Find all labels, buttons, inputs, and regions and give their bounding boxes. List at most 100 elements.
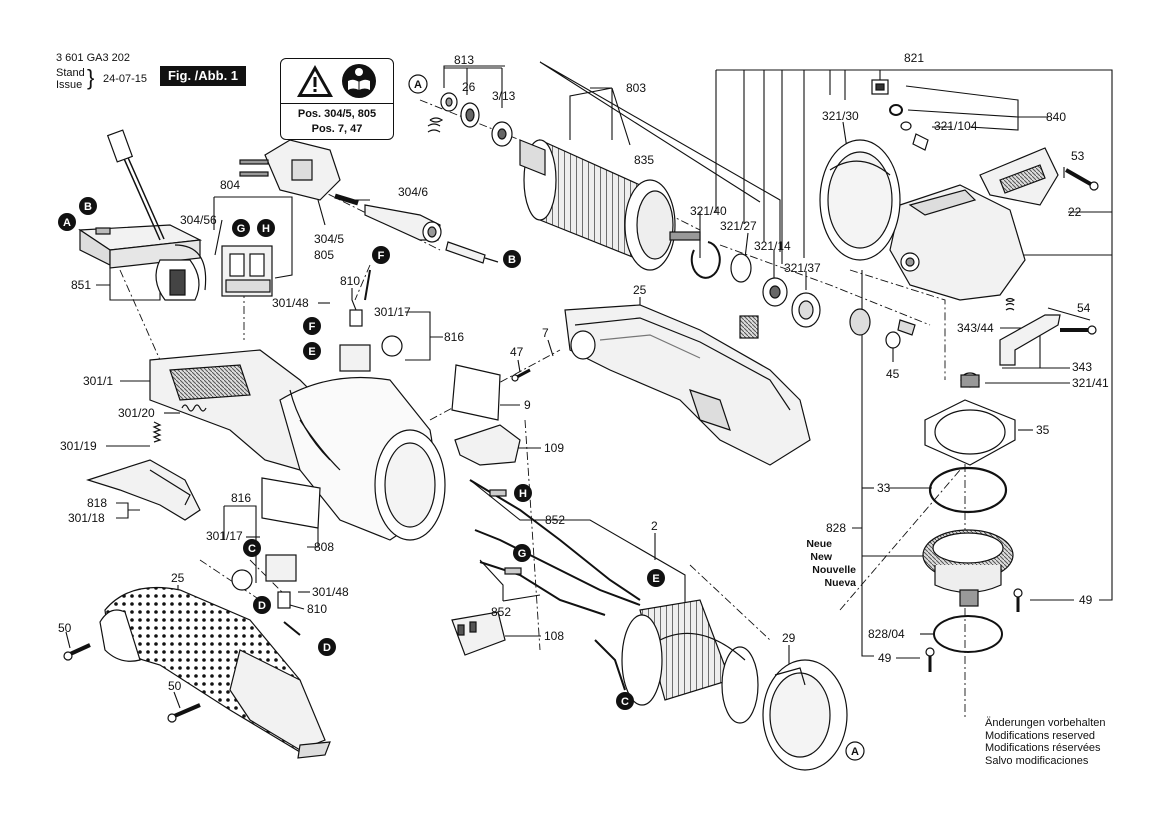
- read-manual-icon: [342, 64, 376, 98]
- marker-e-coil: E: [647, 569, 665, 587]
- callout-22: 22: [1068, 205, 1082, 219]
- marker-d-holder: D: [253, 596, 271, 614]
- callout-301-19: 301/19: [60, 439, 97, 453]
- svg-text:B: B: [84, 201, 92, 213]
- power-plug-part: [239, 139, 359, 206]
- suppressor-card-part: [261, 477, 321, 529]
- marker-a-left: A: [58, 213, 76, 231]
- svg-text:G: G: [237, 223, 246, 235]
- svg-text:G: G: [518, 548, 527, 560]
- notice-line-2: Pos. 7, 47: [311, 123, 363, 135]
- label-plate-part: [451, 364, 521, 466]
- callout-301-17-top: 301/17: [374, 305, 411, 319]
- callout-35: 35: [1036, 423, 1050, 437]
- callout-808: 808: [314, 540, 334, 554]
- cable-guard-part: [364, 204, 442, 243]
- callout-9: 9: [524, 398, 531, 412]
- safety-notice: Pos. 304/5, 805 Pos. 7, 47: [280, 58, 394, 140]
- marker-a-bottom: A: [845, 741, 865, 761]
- issue-date: 24-07-15: [103, 73, 148, 85]
- marker-a-top: A: [408, 74, 428, 94]
- armature-rotor-part: [519, 139, 701, 271]
- marker-f-top: F: [372, 246, 390, 264]
- callout-301-1: 301/1: [83, 374, 113, 388]
- callout-343: 343: [1072, 360, 1092, 374]
- bearing-parts: [440, 92, 821, 328]
- callout-816-top: 816: [444, 330, 464, 344]
- callout-821: 821: [904, 51, 924, 65]
- callout-304-56: 304/56: [180, 213, 217, 227]
- callout-321-30: 321/30: [822, 109, 859, 123]
- svg-text:E: E: [652, 573, 659, 585]
- brush-holder-lower-part: [231, 554, 301, 636]
- svg-text:D: D: [258, 600, 266, 612]
- callout-301-48-bottom: 301/48: [312, 585, 349, 599]
- callout-803: 803: [626, 81, 646, 95]
- callout-810-bottom: 810: [307, 602, 327, 616]
- callout-805: 805: [314, 248, 334, 262]
- callout-301-17-bottom: 301/17: [206, 529, 243, 543]
- motor-housing-part: [149, 349, 446, 541]
- callout-804: 804: [220, 178, 240, 192]
- callout-7: 7: [542, 326, 549, 340]
- svg-text:A: A: [63, 217, 71, 229]
- marker-g-top: G: [232, 219, 250, 237]
- callout-26: 26: [462, 80, 476, 94]
- marker-g-wire: G: [513, 544, 531, 562]
- svg-text:A: A: [851, 746, 859, 758]
- callout-321-41: 321/41: [1072, 376, 1109, 390]
- callout-343-44: 343/44: [957, 321, 994, 335]
- svg-text:E: E: [308, 346, 315, 358]
- callout-852-top: 852: [545, 513, 565, 527]
- callout-54: 54: [1077, 301, 1091, 315]
- screw-parts: [63, 168, 1099, 723]
- callout-50-bottom: 50: [168, 679, 182, 693]
- callout-851: 851: [71, 278, 91, 292]
- pinion-gear-parts: [739, 308, 916, 349]
- callout-49-right: 49: [1079, 593, 1093, 607]
- parts: [63, 79, 1099, 771]
- callout-109: 109: [544, 441, 564, 455]
- callout-304-5: 304/5: [314, 232, 344, 246]
- new-part-labels: Neue New Nouvelle Nueva: [806, 538, 856, 589]
- new-label-de: Neue: [806, 538, 832, 550]
- brush-holder-part: [221, 245, 273, 297]
- electronic-module-part: [78, 129, 207, 301]
- callout-53: 53: [1071, 149, 1085, 163]
- callout-304-6: 304/6: [398, 185, 428, 199]
- spring-parts: [152, 117, 1016, 443]
- marker-h-top: H: [257, 219, 275, 237]
- leader-lines: [65, 61, 1113, 709]
- disclaimer-fr: Modifications réservées: [985, 742, 1101, 754]
- marker-h-wire: H: [514, 484, 532, 502]
- callout-813: 813: [454, 53, 474, 67]
- wire-harness-part: [469, 479, 641, 691]
- callout-29: 29: [782, 631, 796, 645]
- svg-text:F: F: [309, 321, 316, 333]
- marker-b-left: B: [79, 197, 97, 215]
- callout-25-top: 25: [633, 283, 647, 297]
- lock-button-parts: [871, 79, 929, 151]
- callout-47: 47: [510, 345, 524, 359]
- marker-d-wire: D: [318, 638, 336, 656]
- gear-housing-part: [889, 147, 1059, 301]
- gear-head-assembly-part: [922, 372, 1016, 653]
- callout-835: 835: [634, 153, 654, 167]
- figure-label: Fig. /Abb. 1: [160, 66, 246, 86]
- callout-301-20: 301/20: [118, 406, 155, 420]
- air-guide-ring-part: [762, 659, 848, 771]
- new-label-en: New: [810, 551, 832, 563]
- disclaimer: Änderungen vorbehalten Modifications res…: [985, 717, 1105, 767]
- warning-icon: [297, 65, 333, 97]
- callout-3-13: 3/13: [492, 89, 516, 103]
- terminal-block-part: [451, 611, 506, 656]
- disclaimer-de: Änderungen vorbehalten: [985, 717, 1106, 729]
- svg-text:C: C: [621, 696, 629, 708]
- svg-text:B: B: [508, 254, 516, 266]
- disclaimer-en: Modifications reserved: [985, 729, 1096, 742]
- callout-810-top: 810: [340, 274, 360, 288]
- svg-text:H: H: [519, 488, 527, 500]
- marker-c-coil: C: [616, 692, 634, 710]
- notice-line-1: Pos. 304/5, 805: [297, 108, 377, 120]
- callout-818: 818: [87, 496, 107, 510]
